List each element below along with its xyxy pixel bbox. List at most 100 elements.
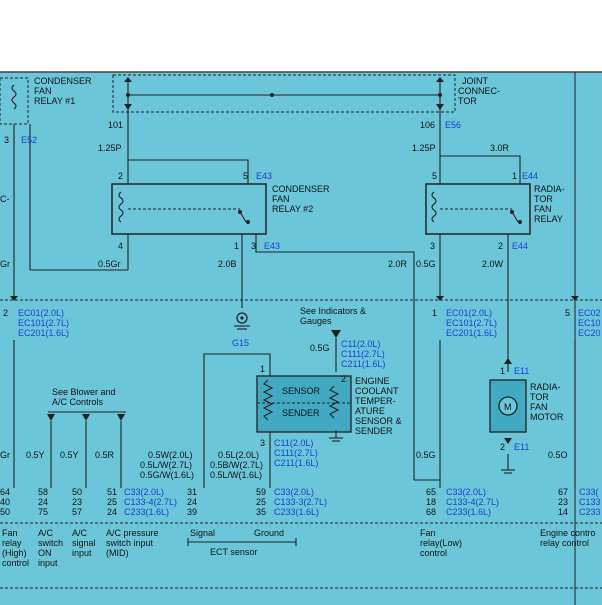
motor-label-2: TOR — [530, 392, 549, 402]
indicators-label-1: See Indicators & — [300, 306, 366, 316]
conn-c-3: C233(1.6L) — [446, 507, 491, 517]
pin-c4-3: 39 — [187, 507, 197, 517]
cut-label: C- — [0, 194, 10, 204]
relay2-label-3: RELAY #2 — [272, 204, 313, 214]
sensor-label-4: ATURE — [355, 406, 385, 416]
motor-pin-1: 1 — [500, 366, 505, 376]
conn-d-3: C233 — [579, 507, 601, 517]
engine-ctrl-1: Engine contro — [540, 528, 596, 538]
relay1-label-3: RELAY #1 — [34, 96, 75, 106]
pin-c4-1: 31 — [187, 487, 197, 497]
ec-left-connectors: EC01(2.0L) EC101(2.7L) EC201(1.6L) — [18, 308, 69, 338]
blower-wire-3: 0.5R — [95, 450, 115, 460]
coolant-temperature-sensor: SENSOR SENDER 1 2 3 ENGINE COOLANT TEMPE… — [256, 364, 402, 448]
sensor-label-5: SENSOR & — [355, 416, 402, 426]
conn-a-1: C33(2.0L) — [124, 487, 164, 497]
motor-conn-top: E11 — [514, 366, 529, 376]
pin-c7-2: 23 — [558, 497, 568, 507]
ect-signal-wire-2: 0.5L/W(2.7L) — [140, 460, 192, 470]
fan-high-3: (High) — [2, 548, 27, 558]
pin-c6-3: 68 — [426, 507, 436, 517]
ground-pin-label: Ground — [254, 528, 284, 538]
conn-a-2: C133-4(2.7L) — [124, 497, 177, 507]
ect-ground-wire-2: 0.5B/W(2.7L) — [210, 460, 263, 470]
mid-wire-05g: 0.5G — [416, 450, 436, 460]
ec-right-pin-5: 5 — [565, 308, 570, 318]
pin-c1-2: 24 — [38, 497, 48, 507]
conn-e52: E52 — [21, 135, 37, 145]
sensor-bottom-conn-2: C111(2.7L) — [274, 448, 318, 458]
wire-3-0r: 3.0R — [490, 143, 510, 153]
ac-on-1: A/C — [38, 528, 54, 538]
engine-ctrl-2: relay control — [540, 538, 589, 548]
joint-label-2: CONNEC- — [458, 86, 500, 96]
rad-relay-conn-top: E44 — [522, 171, 538, 181]
fan-high-1: Fan — [2, 528, 18, 538]
relay2-label-1: CONDENSER — [272, 184, 330, 194]
motor-conn-bot: E11 — [514, 442, 529, 452]
left-pin-2: 2 — [3, 308, 8, 318]
blower-label-2: A/C Controls — [52, 397, 104, 407]
joint-connector: JOINT CONNEC- TOR 101 106 E56 1.25P 1.25… — [98, 74, 510, 153]
wire-05g: 0.5G — [416, 259, 436, 269]
relay2-conn-bot: E43 — [264, 241, 280, 251]
ac-on-4: input — [38, 558, 58, 568]
sensor-label-1: ENGINE — [355, 376, 390, 386]
relay1-label-1: CONDENSER — [34, 76, 92, 86]
ac-on-3: ON — [38, 548, 52, 558]
joint-label-1: JOINT — [462, 76, 489, 86]
conn-b-3: C233(1.6L) — [274, 507, 319, 517]
wire-1-25p-left: 1.25P — [98, 143, 122, 153]
motor-label-3: FAN — [530, 402, 548, 412]
ec-right-connectors: EC02 EC10 EC20 — [578, 308, 601, 338]
rad-relay-pin-5: 5 — [432, 171, 437, 181]
wire-20w: 2.0W — [482, 259, 504, 269]
conn-b-1: C33(2.0L) — [274, 487, 314, 497]
blower-wire-1: 0.5Y — [26, 450, 45, 460]
sensor-label-2: COOLANT — [355, 386, 399, 396]
indicators-reference: See Indicators & Gauges 0.5G C11(2.0L) C… — [300, 306, 385, 372]
pin-106: 106 — [420, 120, 435, 130]
pin-c7-3: 14 — [558, 507, 568, 517]
ect-ground-wire-1: 0.5L(2.0L) — [218, 450, 259, 460]
rad-relay-label-3: FAN — [534, 204, 552, 214]
pin-c3-3: 24 — [107, 507, 117, 517]
ec-left-2: EC101(2.7L) — [18, 318, 69, 328]
signal-label: Signal — [190, 528, 215, 538]
pin-c2-3: 57 — [72, 507, 82, 517]
pin-c1-1: 58 — [38, 487, 48, 497]
ect-wire-labels: 0.5W(2.0L) 0.5L/W(2.7L) 0.5G/W(1.6L) 0.5… — [140, 450, 263, 480]
fan-high-4: control — [2, 558, 29, 568]
ind-conn-1: C11(2.0L) — [341, 339, 380, 349]
pin-101: 101 — [108, 120, 123, 130]
ec-left-3: EC201(1.6L) — [18, 328, 69, 338]
ac-on-2: switch — [38, 538, 63, 548]
fan-high-2: relay — [2, 538, 22, 548]
conn-d-1: C33( — [579, 487, 599, 497]
motor-symbol: M — [504, 402, 512, 412]
pin-c3-2: 25 — [107, 497, 117, 507]
ect-ground-wire-3: 0.5L/W(1.6L) — [210, 470, 262, 480]
ac-pressure-2: switch input — [106, 538, 154, 548]
pin-c4-2: 24 — [187, 497, 197, 507]
ac-signal-1: A/C — [72, 528, 88, 538]
pin-c5-1: 59 — [256, 487, 266, 497]
pin-row-block: 64 40 50 58 24 75 50 23 57 51 25 24 C33(… — [0, 487, 601, 517]
relay2-label-2: FAN — [272, 194, 290, 204]
rad-relay-pin-2: 2 — [498, 241, 503, 251]
ecm-pin-function-labels: Fan relay (High) control A/C switch ON i… — [2, 528, 596, 568]
ec-mid-pin-1: 1 — [432, 308, 437, 318]
ec-left-1: EC01(2.0L) — [18, 308, 64, 318]
pin-c2-1: 50 — [72, 487, 82, 497]
ac-pressure-1: A/C pressure — [106, 528, 159, 538]
sensor-pin-1: 1 — [260, 364, 265, 374]
wire-1-25p-right: 1.25P — [412, 143, 436, 153]
left-gr-wire: Gr — [0, 450, 10, 460]
ac-signal-3: input — [72, 548, 92, 558]
pin-c0-3: 50 — [0, 507, 10, 517]
relay2-pin-4: 4 — [118, 241, 123, 251]
sensor-pin-2: 2 — [341, 374, 346, 384]
fan-low-1: Fan — [420, 528, 436, 538]
pin-c3-1: 51 — [107, 487, 117, 497]
blower-label-1: See Blower and — [52, 387, 116, 397]
